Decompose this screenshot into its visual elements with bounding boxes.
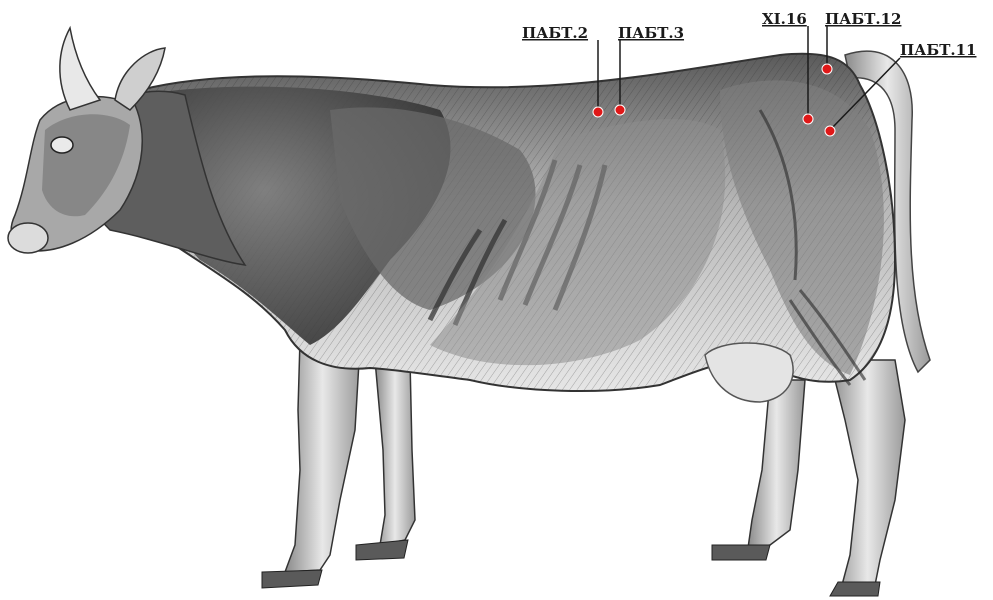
- hoof-front-far: [356, 540, 408, 560]
- hoof-front-near: [262, 570, 322, 588]
- front-leg-far: [375, 360, 415, 545]
- label-p2: ПАБТ.2: [522, 24, 588, 42]
- front-leg-near: [285, 340, 360, 572]
- point-xi16[interactable]: [803, 114, 813, 124]
- label-p11: ПАБТ.11: [900, 41, 976, 59]
- point-p3[interactable]: [615, 105, 625, 115]
- hoof-hind-far: [712, 545, 770, 560]
- point-p12[interactable]: [822, 64, 832, 74]
- label-p3: ПАБТ.3: [618, 24, 684, 42]
- point-p2[interactable]: [593, 107, 603, 117]
- horn: [60, 28, 100, 110]
- point-p11[interactable]: [825, 126, 835, 136]
- eye: [51, 137, 73, 153]
- udder: [705, 343, 793, 402]
- hoof-hind-near: [830, 582, 880, 596]
- label-p12: ПАБТ.12: [825, 10, 901, 28]
- muzzle: [8, 223, 48, 253]
- hind-leg-near: [830, 360, 905, 585]
- hind-leg-far: [748, 380, 805, 548]
- label-xi16: XI.16: [762, 10, 807, 28]
